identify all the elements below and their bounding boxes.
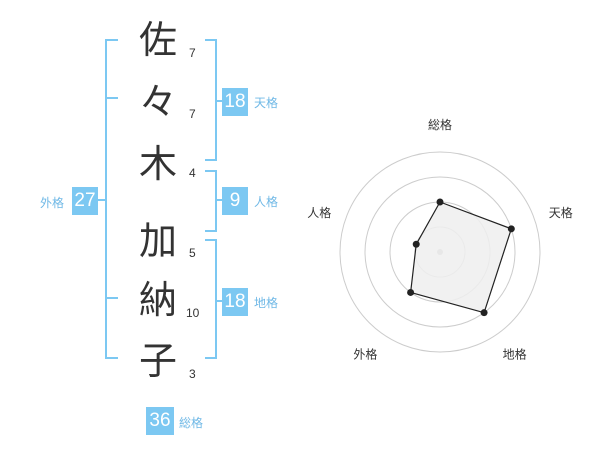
soukaku-value-badge: 36	[146, 407, 174, 435]
name-character: 々	[138, 80, 177, 124]
radar-axis-label: 総格	[428, 117, 452, 132]
stroke-count: 4	[189, 166, 196, 180]
stroke-count: 7	[189, 107, 196, 121]
stroke-count: 3	[189, 367, 196, 381]
radar-score-point	[412, 240, 420, 248]
radar-grid-ring	[364, 176, 516, 328]
tenkaku-value-badge: 18	[222, 88, 248, 116]
radar-axis-label: 人格	[307, 205, 331, 220]
name-character: 佐	[138, 18, 177, 62]
radar-axis-label: 外格	[353, 347, 377, 362]
radar-score-point	[436, 198, 444, 206]
radar-score-point	[507, 225, 515, 233]
chikaku-label: 地格	[254, 296, 279, 310]
chikaku-value-badge: 18	[222, 288, 248, 316]
chikaku-bracket	[205, 239, 217, 359]
gaikaku-value-badge: 27	[72, 187, 98, 215]
stroke-count: 5	[189, 246, 196, 260]
jinkaku-value-badge: 9	[222, 187, 248, 215]
radar-score-point	[407, 288, 415, 296]
radar-axis-label: 地格	[503, 347, 527, 362]
stroke-count: 7	[189, 46, 196, 60]
name-character: 子	[138, 339, 177, 383]
radar-axis-label: 天格	[549, 205, 573, 220]
soukaku-label: 総格	[179, 416, 204, 430]
tenkaku-label: 天格	[254, 96, 279, 110]
stroke-count: 10	[186, 306, 200, 320]
radar-score-point	[480, 309, 488, 317]
jinkaku-label: 人格	[254, 195, 279, 209]
gaikaku-label: 外格	[40, 196, 65, 210]
radar-score-polygon	[409, 201, 513, 314]
name-character: 木	[138, 142, 177, 186]
radar-grid-ring	[339, 151, 541, 353]
name-character: 納	[138, 278, 177, 322]
name-character: 加	[138, 219, 177, 263]
